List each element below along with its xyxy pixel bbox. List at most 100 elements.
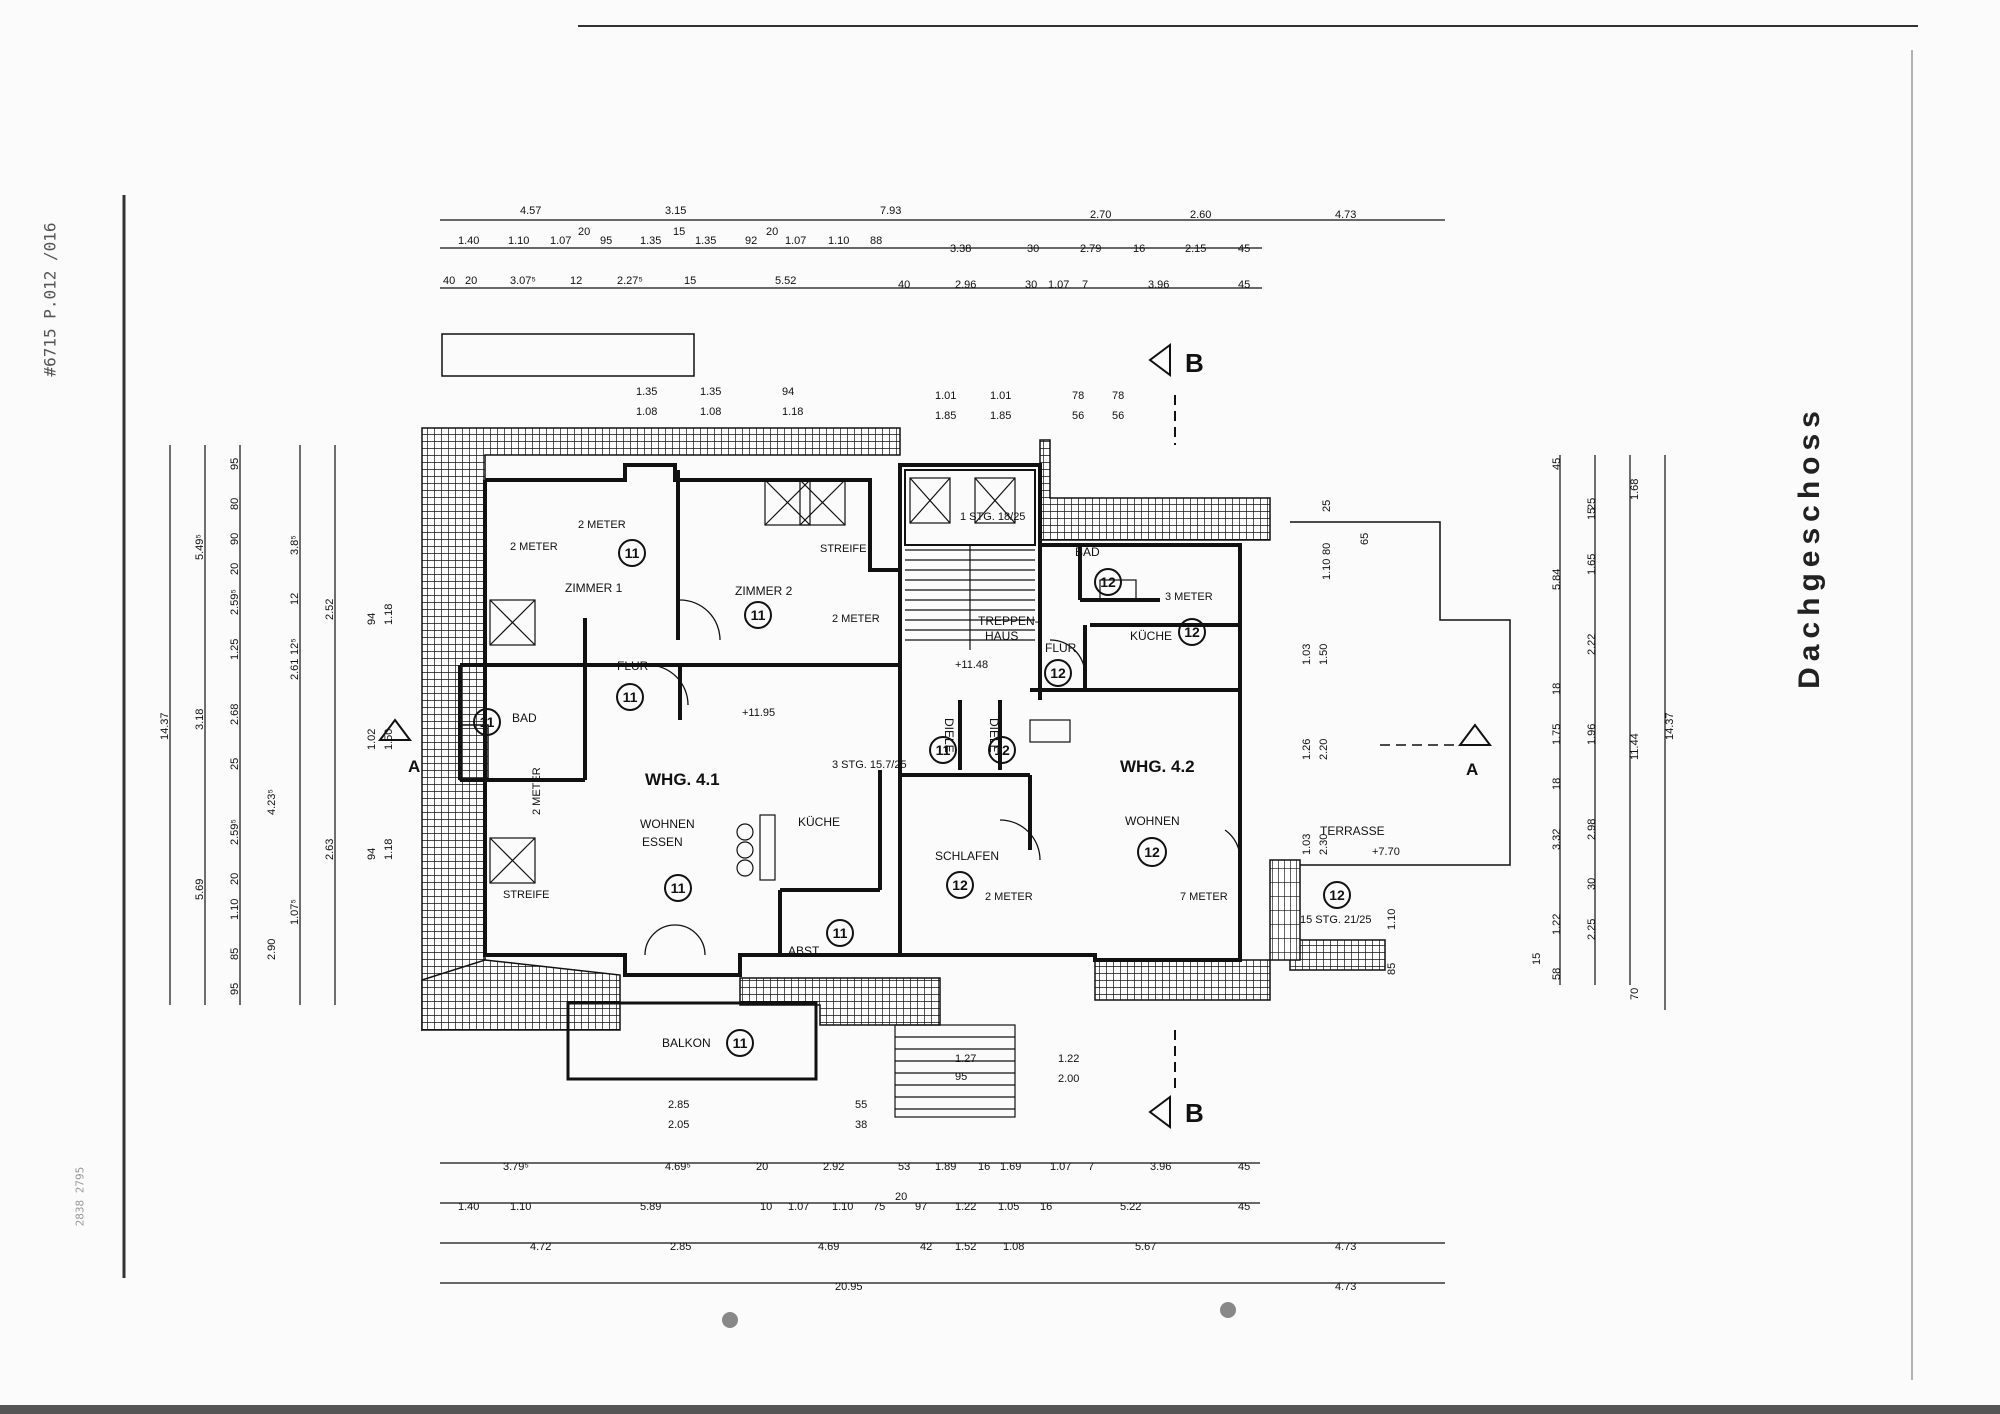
svg-text:11: 11 xyxy=(480,714,495,730)
svg-text:65: 65 xyxy=(1359,533,1371,545)
svg-text:18: 18 xyxy=(1551,778,1563,790)
svg-text:1.18: 1.18 xyxy=(383,604,395,625)
svg-text:2.85: 2.85 xyxy=(670,1241,691,1253)
svg-text:2 METER: 2 METER xyxy=(578,519,626,531)
svg-text:2.85: 2.85 xyxy=(668,1099,689,1111)
svg-text:1.07: 1.07 xyxy=(785,235,806,247)
svg-text:1.50: 1.50 xyxy=(383,729,395,750)
svg-text:1.01: 1.01 xyxy=(935,390,956,402)
roof-outline-top xyxy=(441,333,695,377)
svg-text:14.37: 14.37 xyxy=(159,712,171,740)
svg-text:12: 12 xyxy=(952,877,968,893)
svg-text:1.01: 1.01 xyxy=(990,390,1011,402)
svg-text:12: 12 xyxy=(1050,665,1066,681)
svg-text:45: 45 xyxy=(1238,1201,1250,1213)
svg-text:1.35: 1.35 xyxy=(695,235,716,247)
svg-text:3.96: 3.96 xyxy=(1148,279,1169,291)
svg-text:1.52: 1.52 xyxy=(955,1241,976,1253)
svg-text:20: 20 xyxy=(229,873,241,885)
svg-text:40: 40 xyxy=(443,275,455,287)
svg-text:STREIFE: STREIFE xyxy=(503,889,549,901)
svg-text:4.69: 4.69 xyxy=(818,1241,839,1253)
svg-text:12⁵: 12⁵ xyxy=(289,638,301,655)
terrace-outline xyxy=(1269,521,1511,961)
room-schlafen: SCHLAFEN xyxy=(935,849,999,863)
svg-text:40: 40 xyxy=(898,279,910,291)
svg-text:4.73: 4.73 xyxy=(1335,1241,1356,1253)
svg-text:2 METER: 2 METER xyxy=(985,891,1033,903)
svg-text:5.69: 5.69 xyxy=(194,879,206,900)
svg-text:38: 38 xyxy=(855,1119,867,1131)
svg-text:1.10: 1.10 xyxy=(508,235,529,247)
svg-text:3.96: 3.96 xyxy=(1150,1161,1171,1173)
svg-text:58: 58 xyxy=(1551,968,1563,980)
svg-text:3.79⁵: 3.79⁵ xyxy=(503,1161,529,1173)
svg-text:1.10: 1.10 xyxy=(510,1201,531,1213)
svg-text:97: 97 xyxy=(915,1201,927,1213)
svg-text:1.75: 1.75 xyxy=(1551,724,1563,745)
dims-right: 14.37 11.44 5.84 3.32 2.25 1.68 25 1.65 … xyxy=(1301,458,1676,1000)
svg-text:11: 11 xyxy=(625,545,640,561)
svg-text:12: 12 xyxy=(570,275,582,287)
plan-notes: 2 METER 2 METER 2 METER 2 METER 3 METER … xyxy=(503,519,1228,903)
svg-text:1.40: 1.40 xyxy=(458,1201,479,1213)
svg-text:15: 15 xyxy=(1586,508,1598,520)
svg-text:2.59⁵: 2.59⁵ xyxy=(229,819,241,845)
svg-text:3.15: 3.15 xyxy=(665,205,686,217)
svg-text:20: 20 xyxy=(465,275,477,287)
svg-text:5.89: 5.89 xyxy=(640,1201,661,1213)
svg-text:1.65: 1.65 xyxy=(1586,554,1598,575)
level-treppenhaus: +11.48 xyxy=(955,659,988,671)
svg-text:30: 30 xyxy=(1586,878,1598,890)
svg-text:1.22: 1.22 xyxy=(1058,1053,1079,1065)
svg-text:2.20: 2.20 xyxy=(1318,739,1330,760)
svg-text:1.03: 1.03 xyxy=(1301,834,1313,855)
svg-text:4.73: 4.73 xyxy=(1335,1281,1356,1293)
svg-text:95: 95 xyxy=(600,235,612,247)
svg-text:75: 75 xyxy=(873,1201,885,1213)
svg-text:95: 95 xyxy=(955,1071,967,1083)
room-wohnen-12: WOHNEN xyxy=(1125,814,1180,828)
svg-text:2.92: 2.92 xyxy=(823,1161,844,1173)
svg-text:20: 20 xyxy=(756,1161,768,1173)
svg-text:7 METER: 7 METER xyxy=(1180,891,1228,903)
unit-whg-42: WHG. 4.2 xyxy=(1120,757,1195,776)
room-essen-11: ESSEN xyxy=(642,835,683,849)
svg-text:1.85: 1.85 xyxy=(935,410,956,422)
svg-text:2.05: 2.05 xyxy=(668,1119,689,1131)
svg-text:53: 53 xyxy=(898,1161,910,1173)
dims-top: 4.57 3.15 7.93 2.70 2.60 4.73 1.40 1.10 … xyxy=(443,205,1356,422)
dims-left: 14.37 3.18 5.69 5.49⁵ 95 80 90 20 2.59⁵ … xyxy=(159,458,395,995)
svg-text:1.03: 1.03 xyxy=(1301,644,1313,665)
svg-text:2.63: 2.63 xyxy=(324,839,336,860)
room-flur-12: FLUR xyxy=(1045,641,1077,655)
svg-text:20.95: 20.95 xyxy=(835,1281,863,1293)
roof-hatching xyxy=(421,427,1386,1032)
dims-bottom: 3.79⁵ 4.69⁵ 20 2.92 53 1.89 16 1.69 1.07… xyxy=(458,1053,1356,1293)
svg-text:5.84: 5.84 xyxy=(1551,569,1563,590)
svg-text:15: 15 xyxy=(1531,953,1543,965)
svg-text:12: 12 xyxy=(289,593,301,605)
svg-text:1.89: 1.89 xyxy=(935,1161,956,1173)
svg-text:7.93: 7.93 xyxy=(880,205,901,217)
svg-text:14.37: 14.37 xyxy=(1664,712,1676,740)
svg-text:2 METER: 2 METER xyxy=(832,613,880,625)
svg-text:56: 56 xyxy=(1112,410,1124,422)
skylights xyxy=(489,479,846,884)
svg-text:1.35: 1.35 xyxy=(700,386,721,398)
svg-text:18: 18 xyxy=(1551,683,1563,695)
svg-text:85: 85 xyxy=(229,948,241,960)
room-bad-11: BAD xyxy=(512,711,537,725)
svg-text:1.10: 1.10 xyxy=(229,899,241,920)
svg-text:1.27: 1.27 xyxy=(955,1053,976,1065)
svg-text:10: 10 xyxy=(760,1201,772,1213)
svg-text:12: 12 xyxy=(994,742,1010,758)
balcony-outline xyxy=(566,1001,818,1081)
svg-text:1.10: 1.10 xyxy=(828,235,849,247)
level-whg-41: +11.95 xyxy=(742,707,775,719)
svg-text:2.00: 2.00 xyxy=(1058,1073,1079,1085)
svg-text:25: 25 xyxy=(229,758,241,770)
svg-text:11: 11 xyxy=(833,925,848,941)
room-kueche-11: KÜCHE xyxy=(798,815,840,829)
